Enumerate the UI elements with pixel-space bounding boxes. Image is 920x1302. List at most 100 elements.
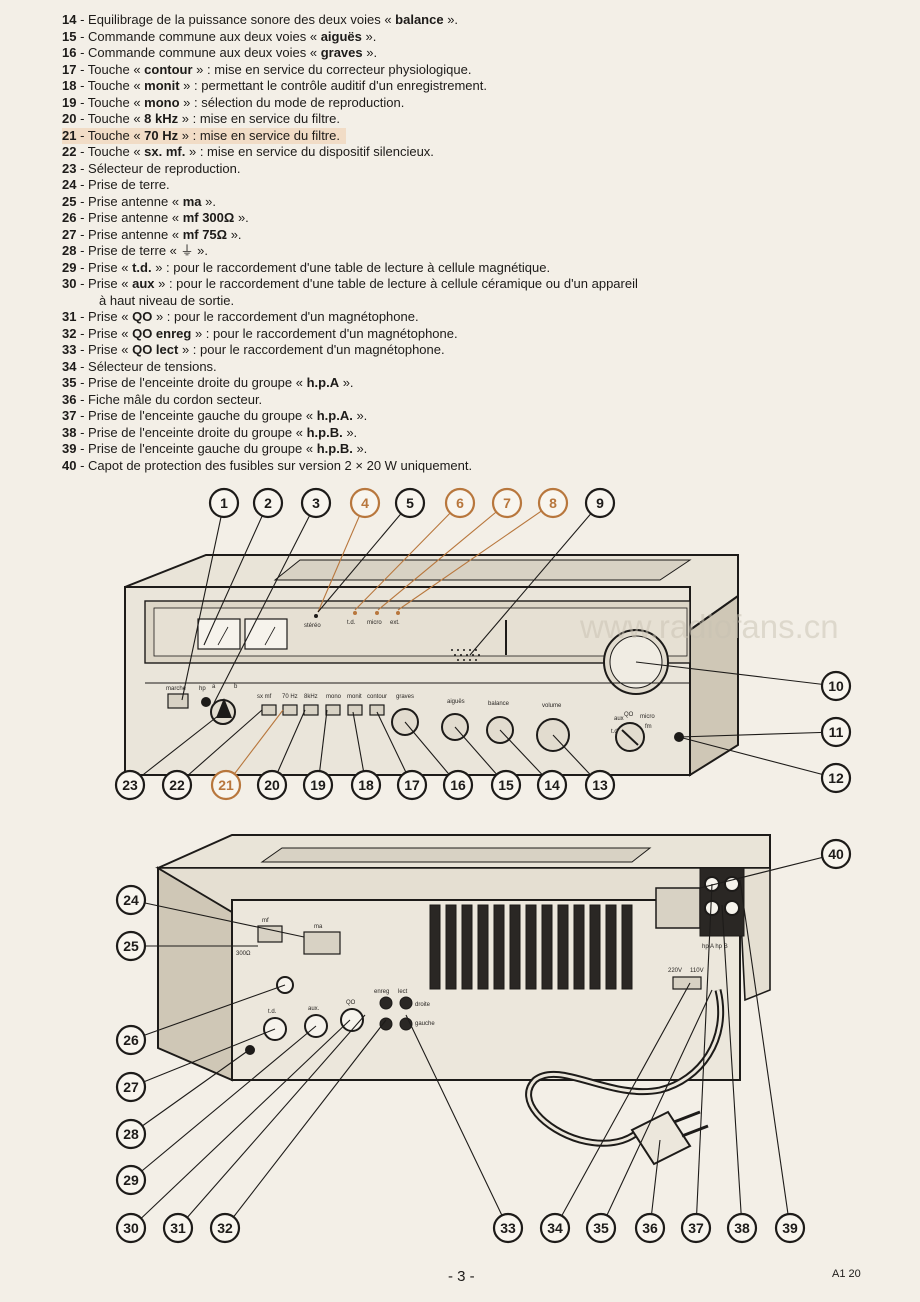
- legend-number: 33: [62, 342, 77, 357]
- button-contour[interactable]: [369, 704, 385, 716]
- legend-text: - Touche «: [76, 78, 145, 93]
- legend-text: ».: [352, 441, 368, 456]
- label-8khz: 8kHz: [304, 694, 318, 700]
- leader-line-35: [600, 989, 713, 1229]
- callout-34: 34: [539, 1212, 571, 1244]
- legend-number: 21: [62, 127, 77, 143]
- legend-text: - Prise de l'enceinte gauche du groupe «: [76, 441, 317, 456]
- legend-text: » : permettant le contrôle auditif d'un …: [179, 78, 487, 93]
- legend-number: 29: [62, 259, 77, 275]
- leader-line-4: [317, 502, 366, 613]
- legend-text: - Equilibrage de la puissance sonore des…: [76, 12, 396, 27]
- leader-line-5: [317, 502, 411, 613]
- antenna-mf300-socket[interactable]: [303, 931, 341, 955]
- legend-item: 14 - Equilibrage de la puissance sonore …: [62, 12, 882, 29]
- callout-number: 18: [358, 777, 374, 793]
- callout-22: 22: [161, 769, 193, 801]
- terminal-hpa-right[interactable]: [724, 900, 740, 916]
- button-70hz[interactable]: [282, 704, 298, 716]
- qo-socket[interactable]: [340, 1008, 364, 1032]
- fuse-cover[interactable]: [655, 887, 701, 929]
- leader-line-10: [635, 661, 837, 687]
- leader-line-3: [213, 502, 317, 704]
- callout-1: 1: [208, 487, 240, 519]
- legend-text: à haut niveau de sortie.: [99, 292, 235, 308]
- callout-number: 40: [828, 846, 844, 862]
- enreg-right-socket[interactable]: [379, 1017, 393, 1031]
- legend-term: monit: [144, 78, 180, 93]
- legend-item: 34 - Sélecteur de tensions.: [62, 359, 882, 376]
- legend-text: - Commande commune aux deux voies «: [76, 45, 321, 60]
- legend-item: 32 - Prise « QO enreg » : pour le raccor…: [62, 326, 882, 343]
- legend-text: » : pour le raccordement d'un magnétopho…: [178, 342, 445, 357]
- leader-line-39: [739, 879, 791, 1229]
- callout-30: 30: [115, 1212, 147, 1244]
- callout-number: 20: [264, 777, 280, 793]
- legend-text: ».: [339, 375, 354, 390]
- lect-left-socket[interactable]: [399, 996, 413, 1010]
- legend-item: 28 - Prise de terre « ⏚ ».: [62, 243, 882, 260]
- button-monit[interactable]: [347, 704, 363, 716]
- td-indicator: [353, 611, 357, 615]
- legend-term: QO lect: [132, 342, 179, 357]
- leader-line-26: [130, 984, 286, 1041]
- label-balance: balance: [488, 701, 510, 707]
- label-70hz: 70 Hz: [282, 694, 298, 700]
- callout-29: 29: [115, 1164, 147, 1196]
- front-view: stéréo t.d. micro ext. www.radiofans.cn …: [124, 554, 839, 777]
- button-sx-mf[interactable]: [261, 704, 277, 716]
- leader-line-12: [678, 736, 837, 779]
- legend-term: QO: [132, 309, 153, 324]
- legend-item: à haut niveau de sortie.: [62, 293, 882, 310]
- legend-number: 18: [62, 78, 77, 93]
- legend-text: ».: [352, 408, 368, 423]
- callout-number: 19: [310, 777, 326, 793]
- legend-text: » : sélection du mode de reproduction.: [179, 94, 405, 110]
- legend-item: 15 - Commande commune aux deux voies « a…: [62, 29, 882, 46]
- callout-17: 17: [396, 769, 428, 801]
- legend-number: 17: [62, 61, 77, 77]
- legend-text: - Prise antenne «: [76, 210, 183, 225]
- legend-text: - Sélecteur de reproduction.: [76, 160, 241, 176]
- callout-33: 33: [492, 1212, 524, 1244]
- headphone-jack[interactable]: [201, 697, 211, 707]
- leader-line-33: [405, 1014, 509, 1229]
- callout-21: 21: [210, 769, 242, 801]
- callout-31: 31: [162, 1212, 194, 1244]
- legend-text: - Prise antenne «: [76, 226, 183, 242]
- leader-line-11: [678, 731, 837, 738]
- callout-23: 23: [114, 769, 146, 801]
- antenna-ma-socket[interactable]: [257, 925, 283, 943]
- label-marche: marche: [166, 686, 187, 692]
- legend-number: 32: [62, 325, 77, 341]
- button-mono[interactable]: [325, 704, 341, 716]
- legend-text: - Prise de l'enceinte droite du groupe «: [76, 424, 307, 440]
- callout-18: 18: [350, 769, 382, 801]
- button-8khz[interactable]: [303, 704, 319, 716]
- legend-item: 22 - Touche « sx. mf. » : mise en servic…: [62, 144, 882, 161]
- callout-number: 15: [498, 777, 514, 793]
- callout-number: 34: [547, 1220, 563, 1236]
- enreg-left-socket[interactable]: [379, 996, 393, 1010]
- leader-line-21: [225, 709, 284, 786]
- legend-text: » : pour le raccordement d'une table de …: [151, 259, 551, 275]
- legend-term: h.p.B.: [316, 441, 353, 456]
- leader-line-30: [130, 1019, 351, 1229]
- legend-text: - Touche «: [76, 111, 145, 126]
- legend-item: 18 - Touche « monit » : permettant le co…: [62, 78, 882, 95]
- mains-plug[interactable]: [630, 1110, 692, 1166]
- label-hp: hp: [199, 686, 206, 692]
- label-micro: micro: [367, 620, 382, 626]
- terminal-hpa-left[interactable]: [704, 900, 720, 916]
- callout-number: 17: [404, 777, 420, 793]
- power-switch[interactable]: [167, 693, 189, 709]
- label-mf: mf: [262, 918, 269, 924]
- legend-item: 19 - Touche « mono » : sélection du mode…: [62, 95, 882, 112]
- callout-9: 9: [584, 487, 616, 519]
- voltage-selector[interactable]: [672, 976, 702, 990]
- callout-40: 40: [820, 838, 852, 870]
- legend-text: - Prise de terre « ⏚ ».: [76, 243, 208, 258]
- legend-number: 28: [62, 243, 77, 258]
- ground-terminal[interactable]: [245, 1045, 255, 1055]
